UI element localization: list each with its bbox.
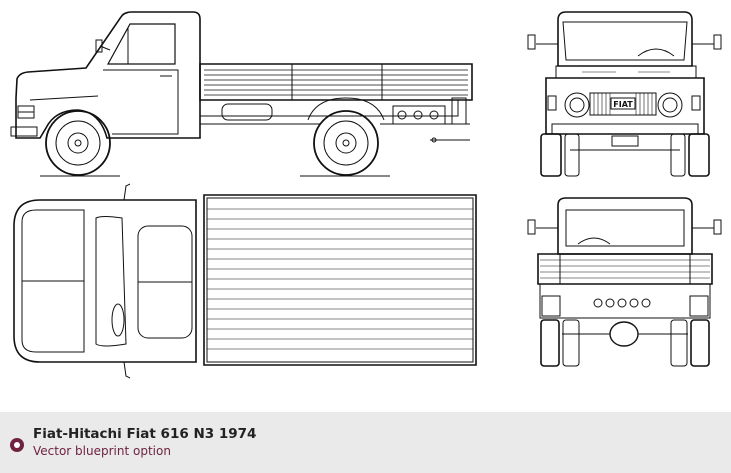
- blueprint-drawing: FIAT: [0, 0, 731, 412]
- top-view: [14, 184, 476, 378]
- radio-dot-icon: [10, 438, 24, 452]
- grille-badge: FIAT: [613, 100, 633, 109]
- caption-subtitle[interactable]: Vector blueprint option: [33, 444, 171, 458]
- side-view: [11, 12, 472, 176]
- front-view: FIAT: [528, 12, 721, 176]
- caption-title: Fiat-Hitachi Fiat 616 N3 1974: [33, 426, 257, 442]
- caption-bar: [0, 412, 731, 473]
- rear-view: [528, 198, 721, 366]
